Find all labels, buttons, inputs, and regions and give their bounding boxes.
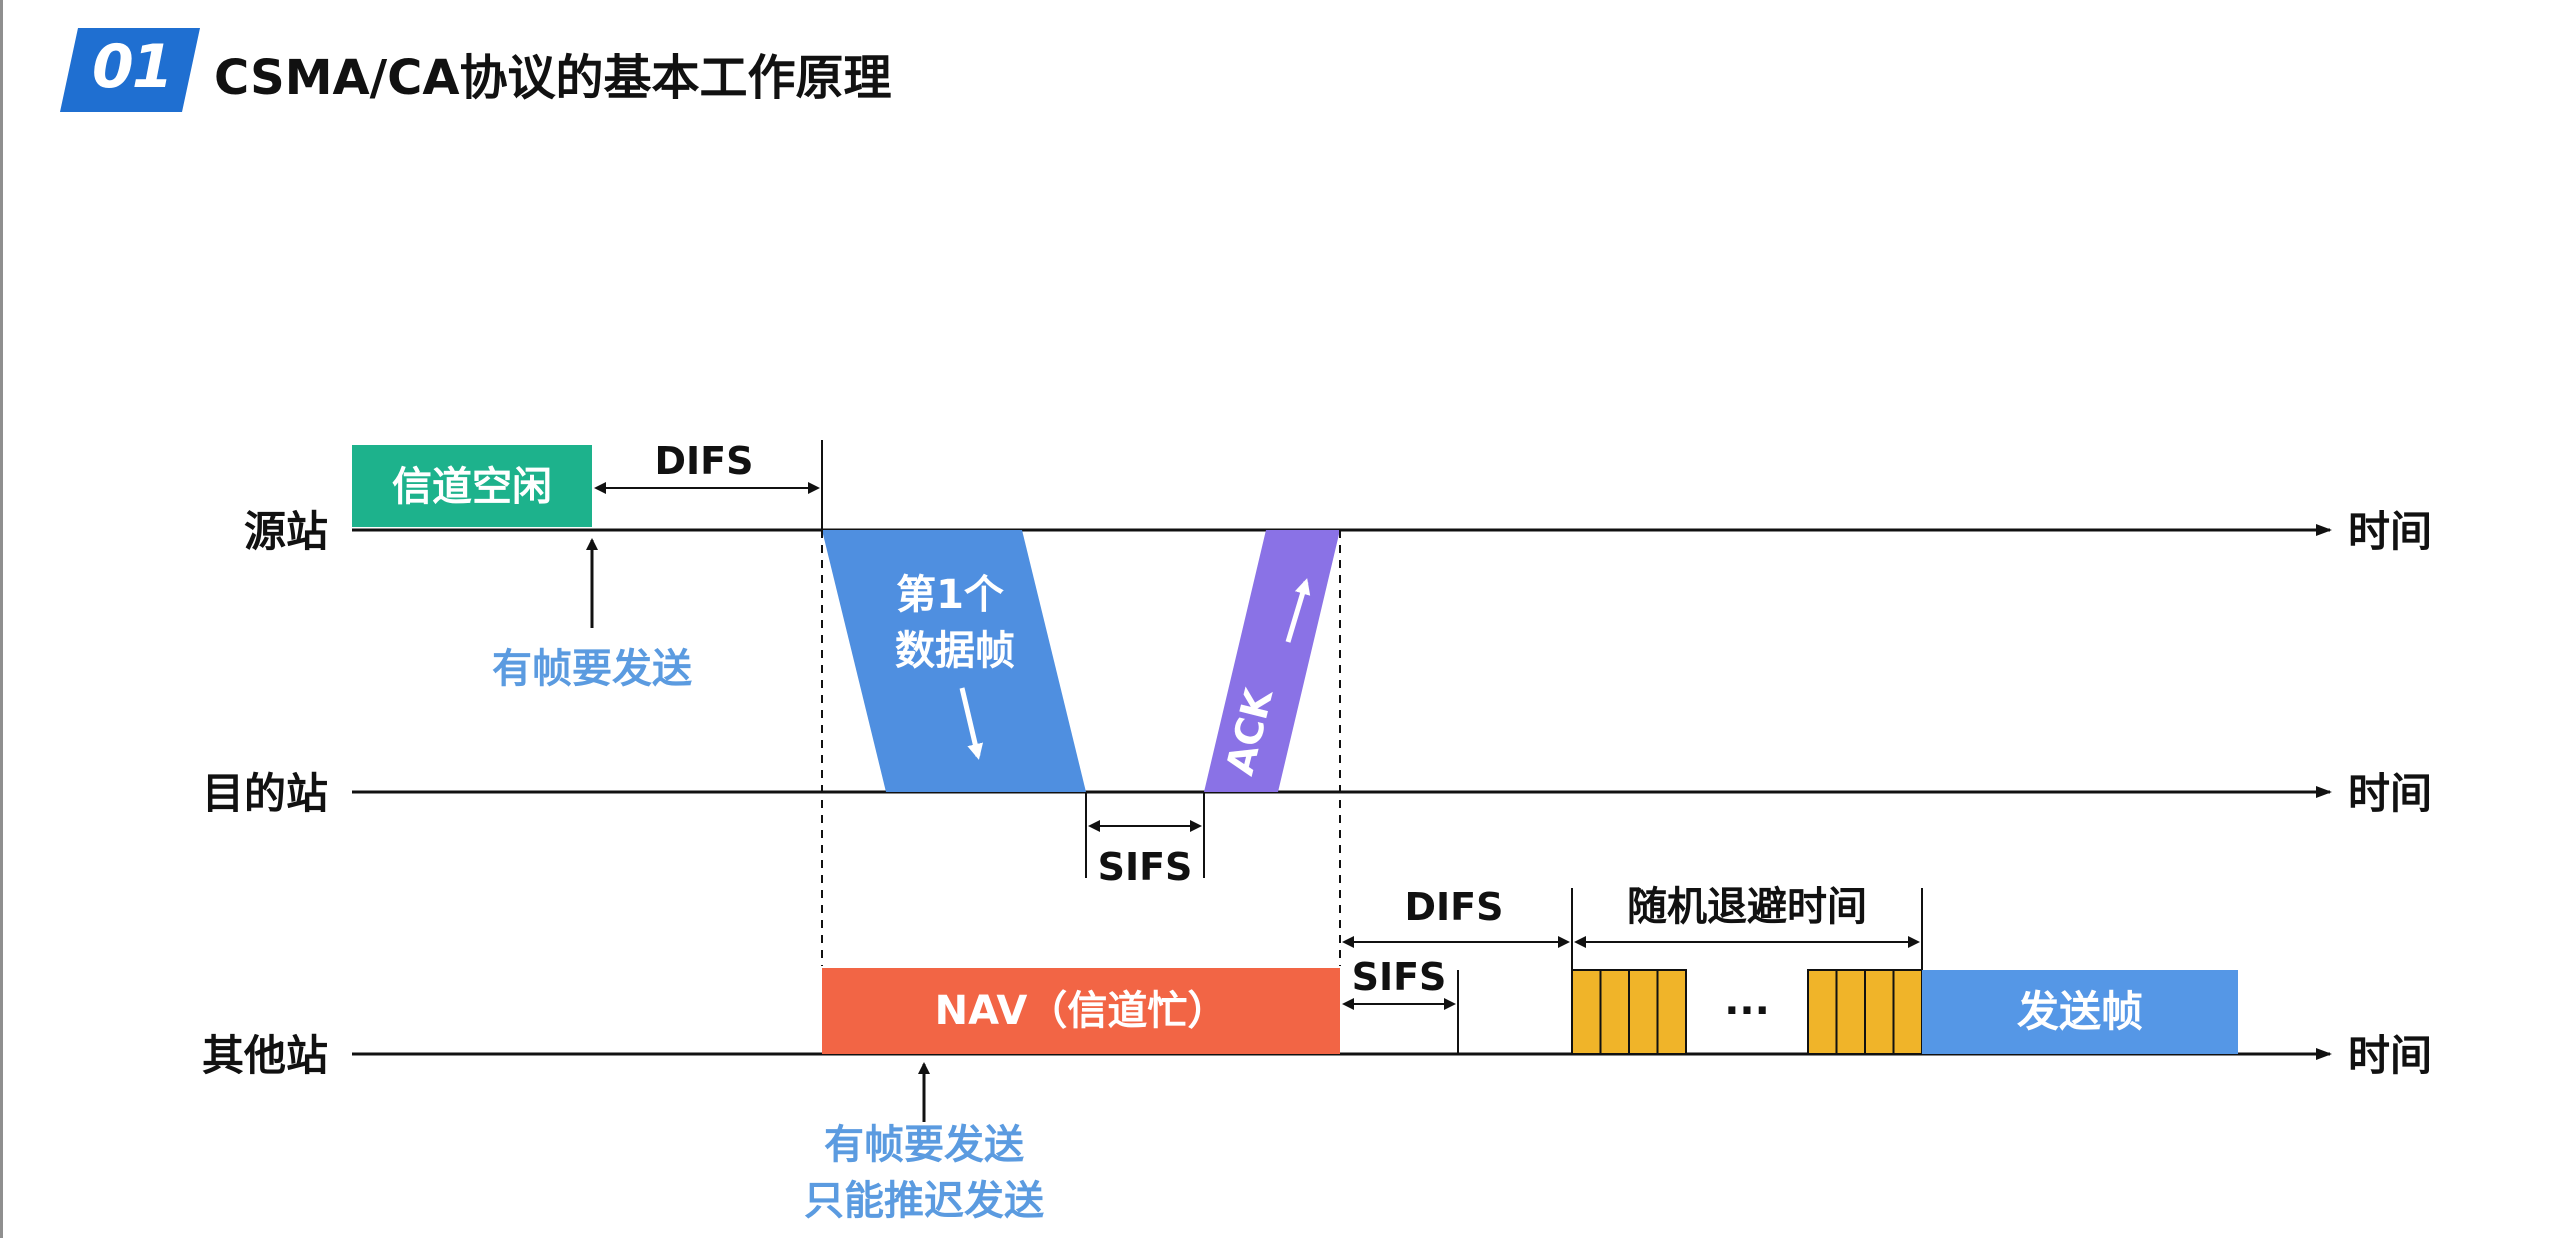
station-label-source: 源站 [244, 507, 328, 556]
backoff-slot [1892, 969, 1923, 1055]
station-label-destination: 目的站 [202, 769, 328, 818]
send-frame-block [1922, 970, 2238, 1054]
backoff-label: 随机退避时间 [1627, 884, 1867, 930]
badge-parallelogram [60, 28, 200, 112]
data-frame-label-line2: 数据帧 [895, 628, 1015, 674]
send-frame-label: 发送帧 [2017, 987, 2143, 1036]
sifs-label-destination: SIFS [1098, 845, 1193, 889]
backoff-ellipsis: ··· [1724, 988, 1770, 1034]
backoff-slot [1599, 969, 1630, 1055]
others-has-frame-note-line1: 有帧要发送 [824, 1122, 1024, 1168]
channel-idle-label: 信道空闲 [392, 464, 552, 510]
backoff-slot [1835, 969, 1866, 1055]
section-number-badge [60, 28, 200, 112]
backoff-slot [1571, 969, 1602, 1055]
backoff-slot [1864, 969, 1895, 1055]
time-label-destination: 时间 [2348, 769, 2432, 818]
section-number: 01 [92, 32, 174, 102]
ack-direction-arrow [1285, 578, 1311, 643]
backoff-slot [1628, 969, 1659, 1055]
backoff-slot [1656, 969, 1687, 1055]
time-label-others: 时间 [2348, 1031, 2432, 1080]
data-frame-direction-arrow [959, 687, 984, 760]
left-edge-bar [0, 0, 3, 1238]
difs-label-others: DIFS [1404, 885, 1503, 929]
nav-block [822, 968, 1340, 1054]
nav-label: NAV（信道忙） [935, 988, 1228, 1034]
station-label-others: 其他站 [202, 1031, 328, 1080]
time-label-source: 时间 [2348, 507, 2432, 556]
data-frame-label-line1: 第1个 [896, 572, 1004, 618]
data-frame-shape [822, 530, 1086, 792]
channel-idle-block [352, 445, 592, 527]
backoff-slot [1807, 969, 1838, 1055]
sifs-label-others: SIFS [1352, 955, 1447, 999]
source-has-frame-note: 有帧要发送 [492, 646, 692, 692]
difs-label-source: DIFS [654, 439, 753, 483]
page-title: CSMA/CA协议的基本工作原理 [214, 50, 892, 106]
others-has-frame-note-line2: 只能推迟发送 [804, 1178, 1044, 1224]
